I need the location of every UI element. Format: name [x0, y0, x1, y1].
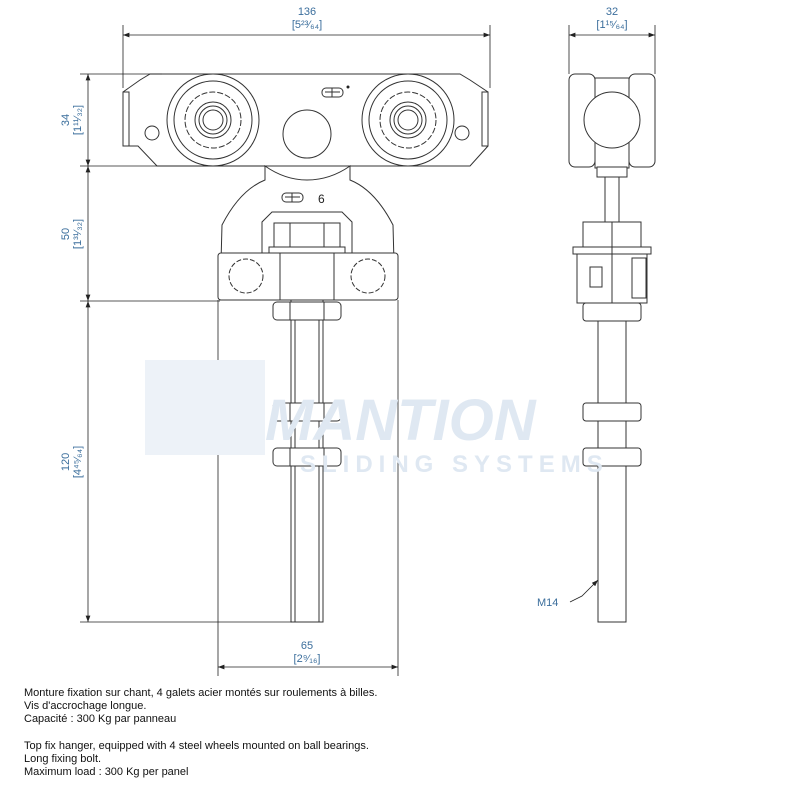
adjust-symbol-body — [281, 192, 304, 203]
dim-width-top-inch: [5²³⁄₆₄] — [292, 19, 322, 31]
watermark-brand: MANTION — [265, 388, 537, 453]
wheel-right — [361, 73, 455, 167]
dim-block-width-inch: [2⁹⁄₁₆] — [294, 653, 321, 665]
watermark: MANTION SLIDING SYSTEMS — [145, 360, 609, 478]
dim-hanger-height: 50 — [60, 228, 72, 240]
description-line: Vis d'accrochage longue. — [24, 700, 147, 712]
description-line: Capacité : 300 Kg par panneau — [24, 713, 177, 725]
dim-side-width-inch: [1¹⁵⁄₆₄] — [596, 19, 627, 31]
dim-hanger-height-inch: [1³¹⁄₃₂] — [72, 219, 84, 249]
fixing-bolt — [272, 299, 342, 623]
part-mark: 6 — [318, 192, 325, 206]
dim-bolt-length-inch: [4⁴⁵⁄₆₄] — [72, 446, 84, 478]
dim-block-width: 65 — [301, 640, 313, 652]
dimensions: 136 [5²³⁄₆₄] 32 [1¹⁵⁄₆₄] 34 [1¹¹⁄₃₂] 50 … — [60, 6, 656, 676]
watermark-tagline: SLIDING SYSTEMS — [300, 451, 609, 478]
description-french: Monture fixation sur chant, 4 galets aci… — [24, 687, 377, 726]
description-line: Maximum load : 300 Kg per panel — [24, 766, 189, 778]
description-english: Top fix hanger, equipped with 4 steel wh… — [24, 740, 369, 779]
side-view — [568, 73, 656, 623]
description-line: Long fixing bolt. — [24, 753, 102, 765]
adjust-symbol-top — [321, 85, 350, 98]
dim-thread: M14 — [537, 597, 558, 609]
dim-wheel-height-inch: [1¹¹⁄₃₂] — [72, 105, 84, 135]
dim-width-top: 136 — [298, 6, 316, 18]
dim-bolt-length: 120 — [60, 453, 72, 471]
description-line: Top fix hanger, equipped with 4 steel wh… — [24, 740, 369, 752]
description-line: Monture fixation sur chant, 4 galets aci… — [24, 687, 378, 699]
front-view: 6 — [122, 73, 489, 623]
dim-side-width: 32 — [606, 6, 618, 18]
dim-wheel-height: 34 — [60, 114, 72, 126]
wheel-left — [166, 73, 260, 167]
